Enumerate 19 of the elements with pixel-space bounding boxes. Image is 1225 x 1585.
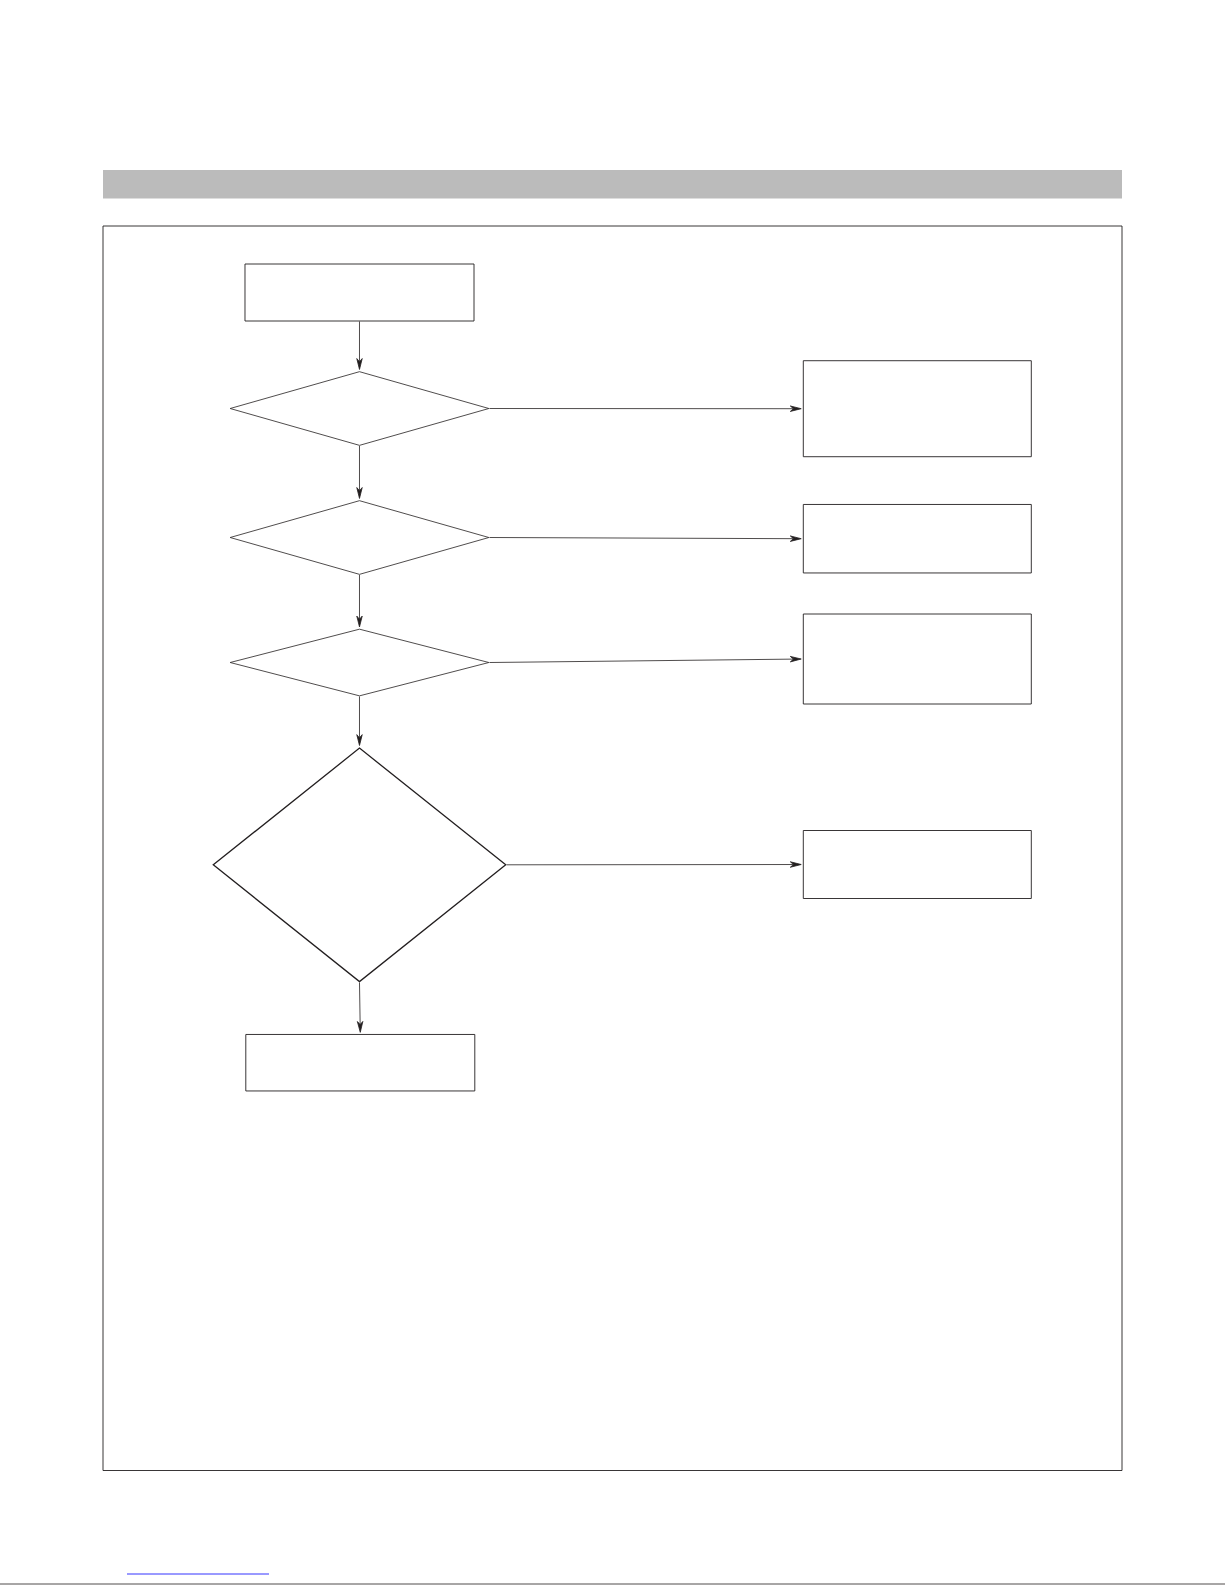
- arrow: [356, 982, 364, 1033]
- arrow: [506, 861, 802, 868]
- arrow: [356, 574, 363, 628]
- arrow: [356, 321, 363, 370]
- arrow: [489, 535, 802, 542]
- decision-diamond: [212, 747, 507, 983]
- decision-diamond: [229, 628, 490, 697]
- process-box: [802, 830, 1032, 899]
- arrow: [489, 656, 802, 663]
- process-box: [802, 360, 1032, 458]
- process-box: [244, 263, 475, 322]
- decision-diamond: [229, 500, 490, 575]
- process-box: [245, 1034, 476, 1092]
- process-box: [802, 504, 1032, 574]
- arrow: [489, 405, 802, 412]
- decision-diamond: [229, 371, 490, 446]
- process-box: [802, 613, 1032, 705]
- arrow: [356, 445, 363, 499]
- arrow: [356, 696, 363, 746]
